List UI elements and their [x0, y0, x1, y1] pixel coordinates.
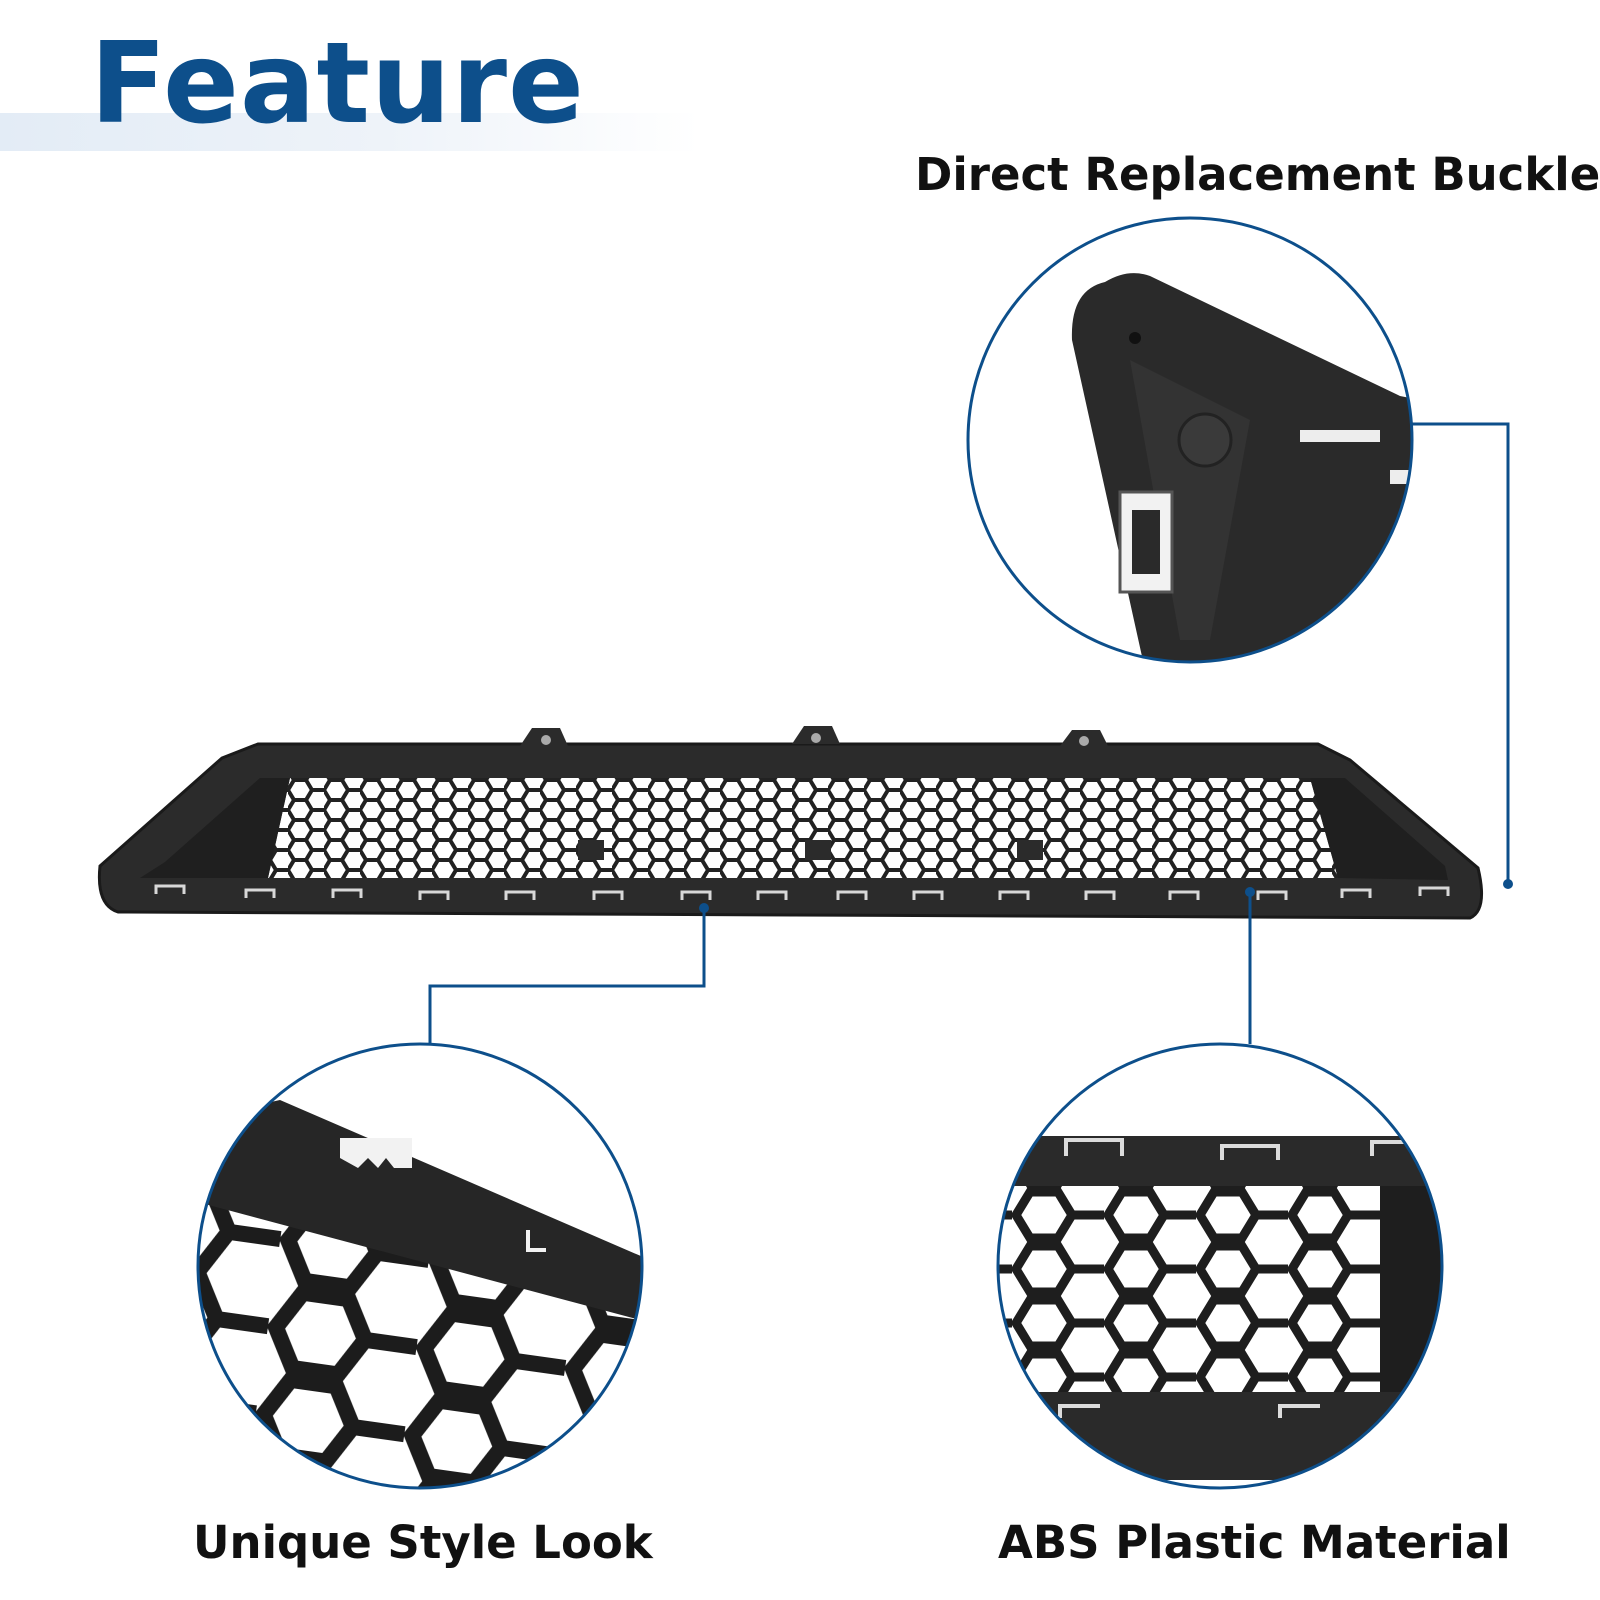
style-detail-image	[198, 1044, 642, 1488]
abs-detail-image	[998, 1044, 1442, 1488]
callout-buckle-label: Direct Replacement Buckle	[915, 148, 1600, 201]
buckle-detail-frame	[966, 216, 1414, 664]
heading-underline-band	[0, 113, 700, 151]
buckle-leader-line	[1412, 422, 1510, 884]
grille-main	[97, 726, 1484, 920]
style-leader-line	[428, 908, 706, 1044]
abs-leader-dot	[1245, 887, 1255, 897]
buckle-detail-image	[968, 218, 1412, 662]
buckle-leader-dot	[1503, 879, 1513, 889]
callout-abs-label: ABS Plastic Material	[998, 1516, 1511, 1569]
style-detail-frame	[196, 1042, 644, 1490]
style-leader-dot	[699, 903, 709, 913]
page-title: Feature	[90, 19, 585, 149]
abs-detail-frame	[996, 1042, 1444, 1490]
callout-style-label: Unique Style Look	[193, 1516, 653, 1569]
